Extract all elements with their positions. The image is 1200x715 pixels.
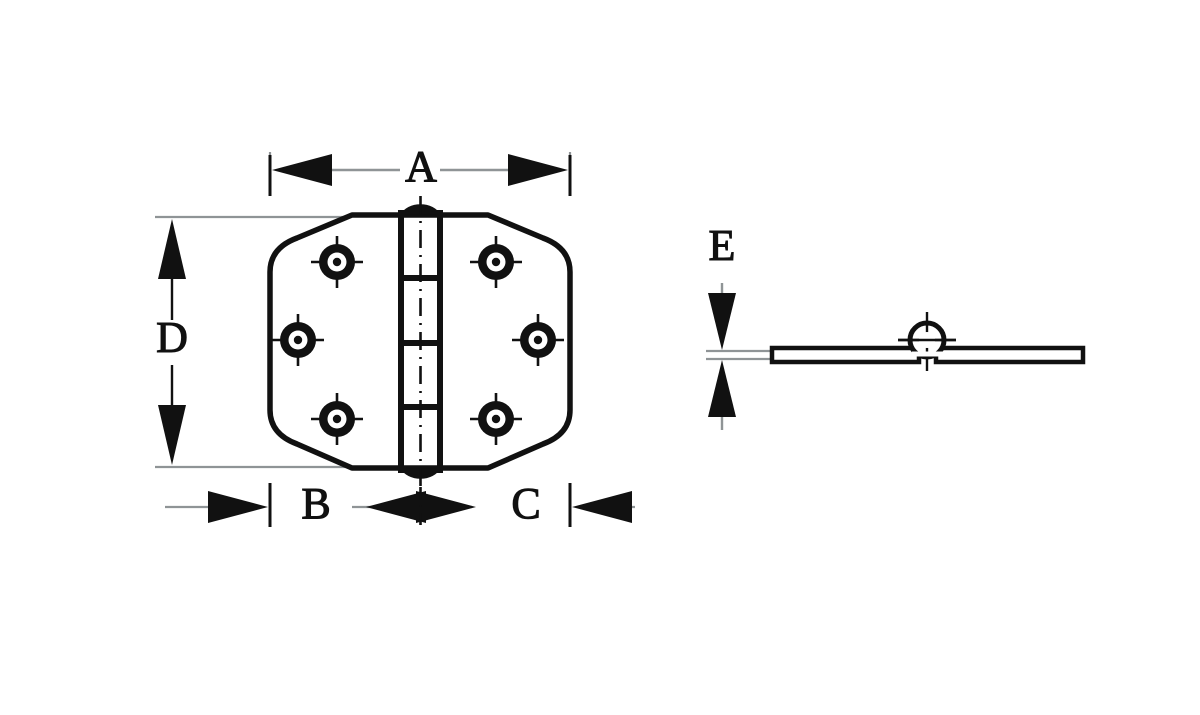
dim-a-label: A (405, 142, 437, 191)
hole-center-dot (533, 335, 543, 345)
dim-b-arrow-inner (366, 491, 426, 523)
screw-hole-top-left (311, 236, 363, 288)
side-plate-right (933, 345, 1086, 365)
dimension-b: B (208, 479, 426, 529)
hole-center-dot (491, 414, 501, 424)
dim-b-arrow-right (208, 491, 268, 523)
dim-b-label: B (301, 479, 330, 528)
screw-hole-middle-left (272, 314, 324, 366)
screw-hole-middle-right (512, 314, 564, 366)
side-plate-left (769, 345, 922, 365)
dim-e-label: E (709, 221, 736, 270)
hole-center-dot (332, 414, 342, 424)
dimension-a: A (272, 142, 568, 192)
hole-center-dot (332, 257, 342, 267)
dim-d-arrow-up (158, 219, 186, 279)
dim-c-arrow-left (572, 491, 632, 523)
screw-hole-top-right (470, 236, 522, 288)
extension-lines-dark (268, 155, 572, 527)
dim-e-arrow-up (708, 360, 736, 417)
dimension-d: D (156, 219, 188, 465)
dimension-c: C (416, 479, 632, 529)
dim-d-label: D (156, 313, 188, 362)
hole-center-dot (491, 257, 501, 267)
dim-c-label: C (511, 479, 540, 528)
side-view (769, 312, 1086, 371)
dim-a-arrow-left (272, 154, 332, 186)
hole-center-dot (293, 335, 303, 345)
screw-hole-bottom-right (470, 393, 522, 445)
dim-a-arrow-right (508, 154, 568, 186)
dimension-e: E (708, 221, 736, 430)
dim-d-arrow-down (158, 405, 186, 465)
front-view (267, 196, 573, 490)
dim-c-arrow-inner (416, 491, 476, 523)
dim-e-arrow-down (708, 293, 736, 350)
screw-hole-bottom-left (311, 393, 363, 445)
